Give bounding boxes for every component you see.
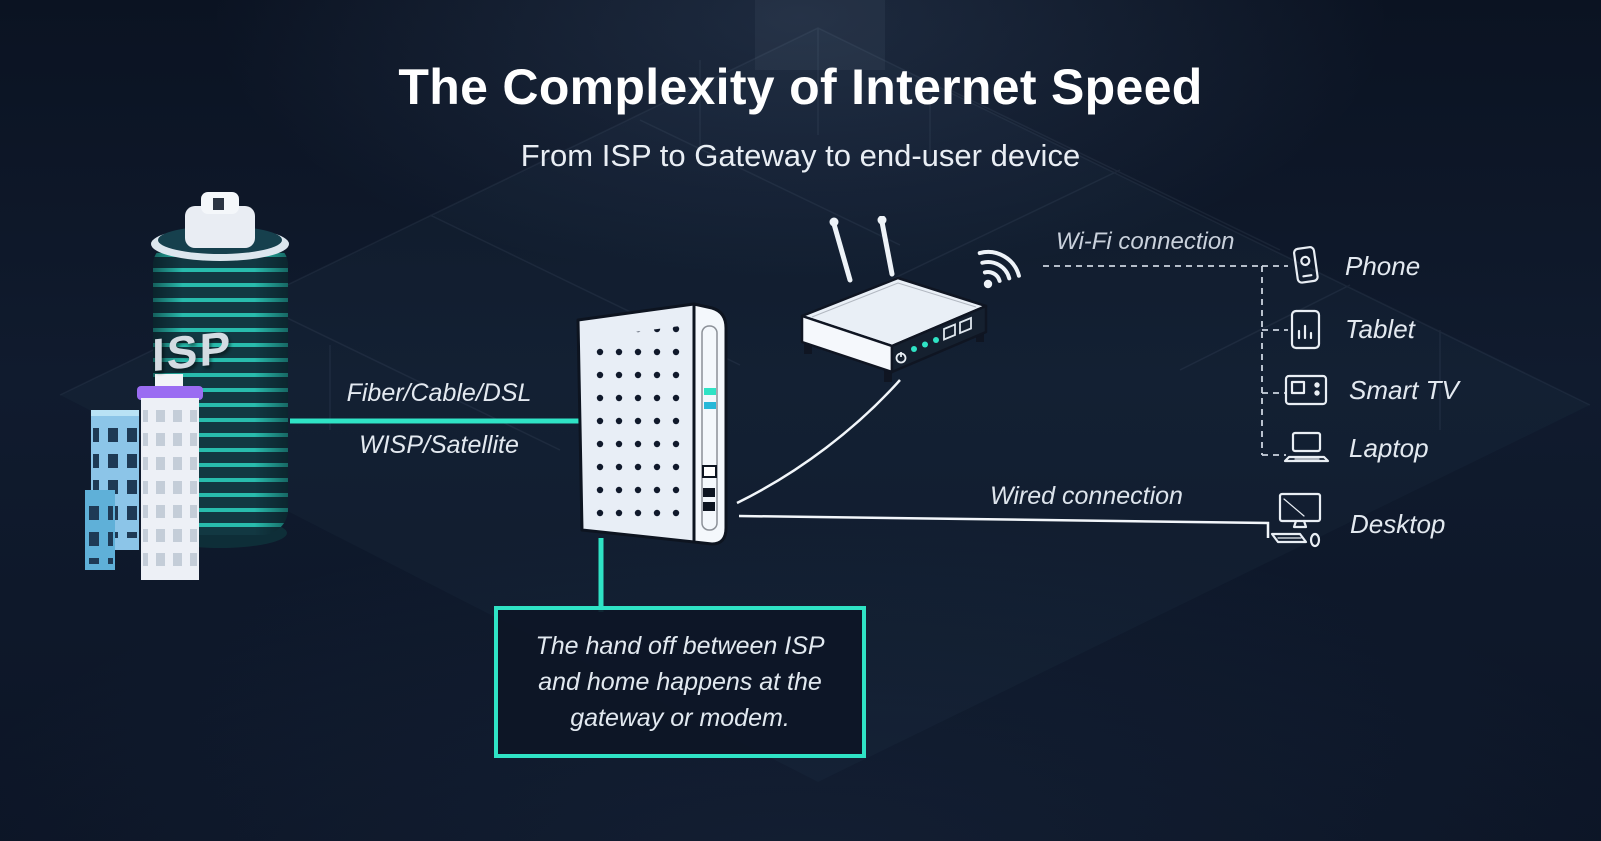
device-label: Phone: [1345, 250, 1421, 281]
wired-connection-label: Wired connection: [990, 482, 1183, 510]
router-antennas: [831, 219, 895, 283]
wifi-router: [788, 216, 998, 401]
router-led-3: [933, 337, 939, 343]
device-desktop: Desktop: [1266, 492, 1445, 556]
wisp-satellite-label: WISP/Satellite: [359, 431, 519, 459]
isp-building: [85, 188, 305, 598]
modem-port-icon: [702, 465, 717, 478]
tablet-icon: [1283, 306, 1327, 352]
callout-text: The hand off between ISP and home happen…: [535, 632, 825, 732]
router-ports: [943, 316, 972, 341]
modem-gateway: [574, 298, 736, 554]
fiber-cable-dsl-label: Fiber/Cable/DSL: [346, 379, 532, 407]
modem-led-2: [704, 402, 716, 409]
laptop-icon: [1283, 430, 1331, 466]
device-smart-tv: Smart TV: [1283, 369, 1459, 411]
isp-label: ISP: [152, 320, 233, 382]
desktop-icon: [1266, 492, 1332, 556]
router-illustration: [800, 216, 988, 382]
wifi-dashed-lines: [1043, 265, 1288, 456]
wired-connection-line: [738, 514, 1270, 538]
device-laptop: Laptop: [1283, 430, 1429, 466]
page-title: The Complexity of Internet Speed: [398, 59, 1203, 115]
page-subtitle: From ISP to Gateway to end-user device: [520, 138, 1081, 173]
router-led-2: [922, 341, 928, 348]
device-phone: Phone: [1283, 243, 1420, 289]
wifi-signal-icon: [974, 234, 1038, 298]
device-label: Desktop: [1350, 508, 1446, 539]
isp-building-illustration: [85, 192, 289, 580]
smart-tv-icon: [1283, 369, 1331, 411]
router-led-1: [911, 346, 917, 352]
device-label: Tablet: [1345, 313, 1415, 344]
device-tablet: Tablet: [1283, 306, 1415, 352]
phone-icon: [1283, 243, 1327, 289]
callout-box: The hand off between ISP and home happen…: [494, 606, 866, 758]
modem-illustration: [576, 302, 728, 546]
wifi-connection-label: Wi-Fi connection: [1056, 228, 1235, 255]
device-label: Laptop: [1349, 432, 1429, 463]
modem-led-1: [704, 388, 716, 395]
device-label: Smart TV: [1349, 374, 1459, 405]
